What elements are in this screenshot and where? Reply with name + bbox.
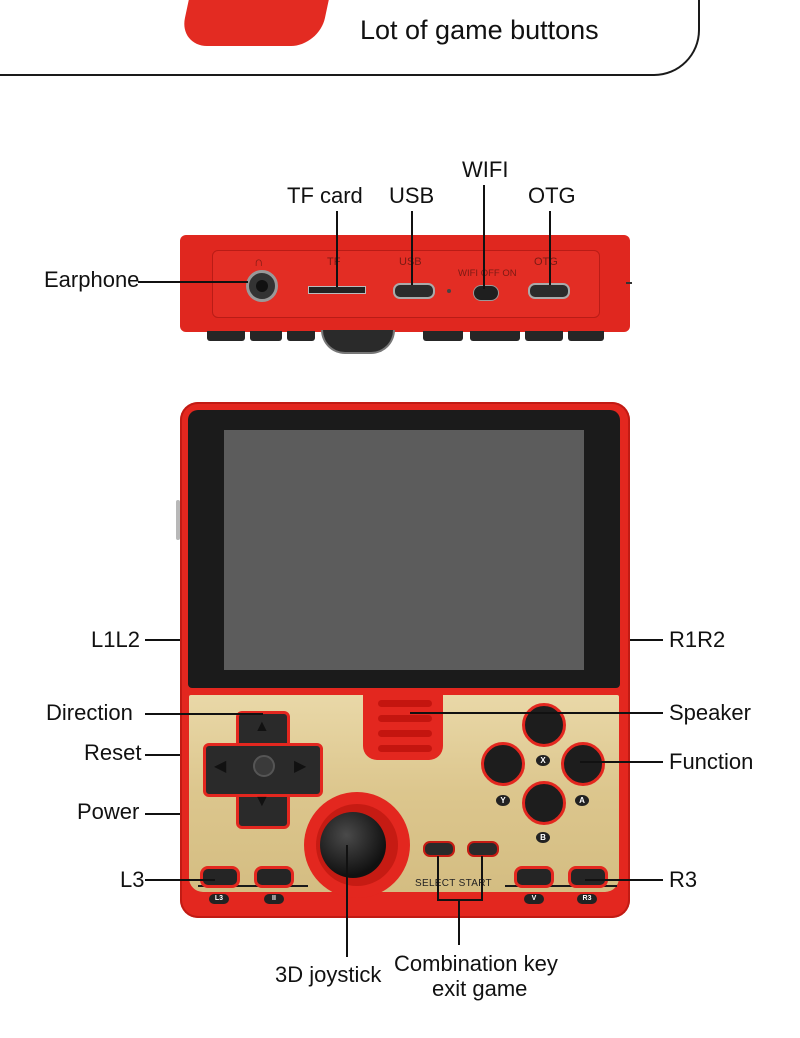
earphone-jack	[246, 270, 278, 302]
banner-frame	[0, 0, 700, 76]
tf-card-slot	[308, 286, 366, 294]
leader-line	[630, 639, 663, 641]
callout-reset: Reset	[84, 740, 142, 765]
leader-line	[410, 712, 663, 714]
bottom-button-bump	[470, 331, 520, 341]
leader-line	[145, 639, 180, 641]
callout-function: Function	[669, 749, 754, 774]
headphone-icon: ∩	[254, 254, 264, 269]
speaker-slot	[378, 730, 432, 737]
wifi-switch-label: WIFI OFF ON	[458, 268, 517, 279]
leader-line	[411, 211, 413, 285]
leader-line	[336, 211, 338, 287]
leader-line	[458, 899, 460, 945]
callout-l1l2: L1L2	[91, 627, 140, 652]
callout-tf-card: TF card	[287, 183, 363, 208]
bottom-rule-right	[505, 885, 617, 887]
dpad-left-icon: ◀	[214, 758, 227, 775]
wifi-switch	[473, 285, 499, 301]
callout-exit-game: exit game	[432, 976, 528, 1001]
callout-direction: Direction	[46, 700, 133, 725]
joystick-top-bump	[321, 330, 395, 354]
dpad-right-icon: ▶	[294, 758, 307, 775]
side-button	[176, 500, 180, 540]
display-screen	[224, 430, 584, 670]
ii-tag: II	[264, 894, 284, 904]
callout-combination-key: Combination key	[394, 951, 558, 976]
button-a	[561, 742, 605, 786]
callout-wifi: WIFI	[462, 157, 509, 182]
speaker-slot	[378, 745, 432, 752]
v-button	[514, 866, 554, 888]
r3-button	[568, 866, 608, 888]
usb-c-port	[393, 283, 435, 299]
select-start-label: SELECT START	[415, 878, 492, 889]
callout-3d-joystick: 3D joystick	[275, 962, 382, 987]
tf-port-label: TF	[327, 256, 341, 268]
bottom-button-bump	[525, 331, 563, 341]
callout-l3: L3	[120, 867, 145, 892]
l3-button	[200, 866, 240, 888]
otg-port-label: OTG	[534, 256, 558, 268]
leader-line	[437, 856, 439, 900]
leader-line	[145, 813, 180, 815]
leader-line	[483, 185, 485, 289]
callout-speaker: Speaker	[669, 700, 751, 725]
dpad-up-icon: ▲	[254, 718, 270, 735]
callout-usb: USB	[389, 183, 435, 208]
leader-line	[346, 845, 348, 957]
start-button	[467, 841, 499, 857]
indicator-led	[447, 289, 451, 293]
button-y-tag: Y	[496, 795, 510, 806]
banner-title: Lot of game buttons	[360, 15, 599, 45]
leader-line	[138, 281, 248, 283]
callout-earphone: Earphone	[44, 267, 140, 292]
button-x	[522, 703, 566, 747]
select-button	[423, 841, 455, 857]
speaker-slot	[378, 715, 432, 722]
leader-line	[145, 713, 263, 715]
joystick-cap	[320, 812, 386, 878]
usb-port-label: USB	[399, 256, 422, 268]
button-b	[522, 781, 566, 825]
dpad-center	[253, 755, 275, 777]
bottom-button-bump	[250, 331, 282, 341]
leader-line	[481, 856, 483, 900]
callout-r1r2: R1R2	[669, 627, 726, 652]
button-a-tag: A	[575, 795, 589, 806]
leader-line	[549, 211, 551, 285]
bottom-button-bump	[207, 331, 245, 341]
r3-tag: R3	[577, 894, 597, 904]
side-marker	[626, 282, 632, 284]
leader-line	[585, 879, 663, 881]
leader-line	[580, 761, 663, 763]
leader-line	[437, 899, 483, 901]
callout-r3: R3	[669, 867, 698, 892]
leader-line	[145, 879, 215, 881]
button-x-tag: X	[536, 755, 550, 766]
bottom-button-bump	[568, 331, 604, 341]
button-b-tag: B	[536, 832, 550, 843]
bottom-button-bump	[287, 331, 315, 341]
ii-button	[254, 866, 294, 888]
l3-tag: L3	[209, 894, 229, 904]
button-y	[481, 742, 525, 786]
leader-line	[145, 754, 180, 756]
speaker-slot	[378, 700, 432, 707]
bottom-rule-left	[198, 885, 308, 887]
callout-otg: OTG	[528, 183, 576, 208]
callout-power: Power	[77, 799, 140, 824]
otg-port	[528, 283, 570, 299]
dpad-down-icon: ▼	[254, 793, 270, 810]
v-tag: V	[524, 894, 544, 904]
bottom-button-bump	[423, 331, 463, 341]
